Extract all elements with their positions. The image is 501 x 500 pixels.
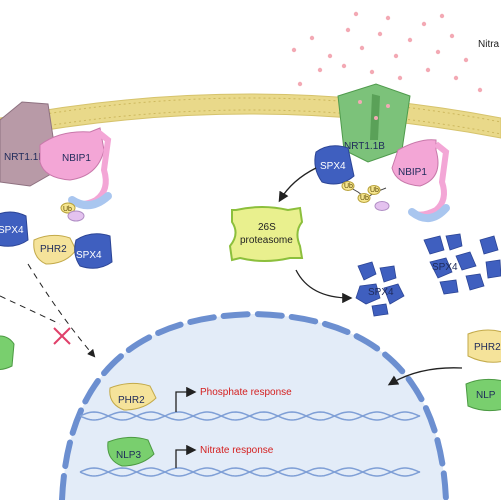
svg-text:Ub: Ub [344,183,353,190]
spx4-fragment-label-b: SPX4 [432,262,458,273]
nrt11b-left-label: NRT1.1B [4,152,45,163]
spx4-membrane-label: SPX4 [320,161,346,172]
svg-text:Ub: Ub [370,187,379,194]
nbip1-left-label: NBIP1 [62,153,91,164]
spx4-fragment-label-a: SPX4 [368,287,394,298]
nbip1-left: NBIP1 [39,127,112,210]
spx4-left-small-label: SPX4 [0,225,24,236]
plasma-membrane [0,93,501,139]
spx4-free-label: SPX4 [76,250,102,261]
svg-text:Ub: Ub [360,195,369,202]
promoter-arrow-icon [175,444,197,468]
inhibition-lines [0,263,96,358]
arrow-icon [295,269,353,304]
phr2-spx4-complex: PHR2 SPX4 [33,233,113,269]
inhibition-cross-icon [53,327,71,345]
spx4-membrane-right: SPX4 [314,145,355,185]
dna-strand [79,411,421,421]
phr2-free-label: PHR2 [40,244,67,255]
phosphate-response-label: Phosphate response [200,387,292,398]
arrow-icon [387,367,463,386]
nlp-left-partial [0,335,15,371]
nbip1-right-label: NBIP1 [398,167,427,178]
arrow-icon [278,167,317,203]
nrt11b-right-label: NRT1.1B [344,141,385,152]
nitrate-label: Nitra [478,39,500,50]
phr2-right-label: PHR2 [474,342,501,353]
spx4-left-small: SPX4 [0,211,29,247]
phr2-nucleus-label: PHR2 [118,395,145,406]
proteasome-label-1: 26S [258,222,276,233]
nlp3-nucleus: NLP3 [107,436,155,467]
dna-helix-icon [79,411,421,477]
proteasome-26s: 26S proteasome [228,206,304,262]
svg-text:Ub: Ub [63,206,72,213]
nlp-right-partial: NLP [465,378,501,412]
ubiquitin-chain: Ub Ub Ub [341,181,390,211]
dna-strand [79,467,421,477]
promoter-arrow-icon [175,386,197,412]
nucleus [59,310,449,500]
ubiquitin-left: Ub [60,202,85,222]
nbip1-right: NBIP1 [391,139,450,222]
proteasome-label-2: proteasome [240,235,293,246]
nitrate-response-label: Nitrate response [200,445,274,456]
nlp-right-label: NLP [476,390,496,401]
nlp3-nucleus-label: NLP3 [116,450,141,461]
phr2-nucleus: PHR2 [109,382,157,411]
spx4-fragments [355,233,501,317]
phr2-right-partial: PHR2 [467,329,501,363]
nitrate-dot-icon [291,11,483,93]
